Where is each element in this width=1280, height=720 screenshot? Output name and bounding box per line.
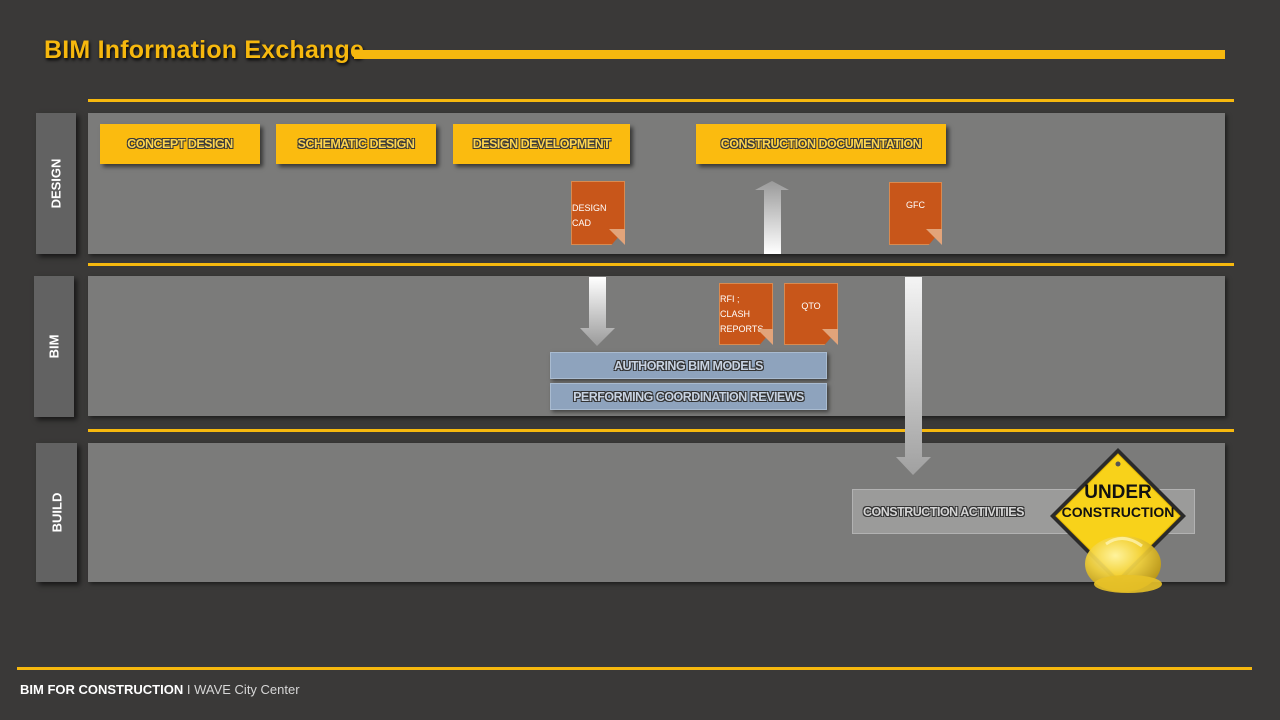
footer: BIM FOR CONSTRUCTION I WAVE City Center	[20, 682, 300, 697]
document-rfi-clash-reports: RFI ; CLASH REPORTS	[719, 283, 773, 345]
document-fold	[757, 329, 773, 345]
document-rfi-line1: RFI ;	[720, 294, 740, 304]
separator-line-bim-build	[88, 429, 1234, 432]
document-gfc: GFC	[889, 182, 942, 245]
document-design-cad-line1: DESIGN	[572, 203, 607, 213]
sign-text-line2: CONSTRUCTION	[1061, 504, 1175, 520]
phase-schematic-design: SCHEMATIC DESIGN	[276, 124, 436, 164]
document-fold	[822, 329, 838, 345]
title-underline	[354, 50, 1225, 59]
phase-design-development: DESIGN DEVELOPMENT	[453, 124, 630, 164]
under-construction-sign: UNDER CONSTRUCTION	[1048, 446, 1188, 598]
document-qto-label: QTO	[801, 301, 821, 311]
sign-text-line1: UNDER	[1084, 482, 1152, 503]
arrow-bim-to-documentation	[755, 181, 789, 254]
page-title: BIM Information Exchange	[44, 36, 365, 64]
footer-project: WAVE City Center	[194, 682, 300, 697]
document-qto: QTO	[784, 283, 838, 345]
lane-label-build: BUILD	[36, 443, 77, 582]
process-authoring-bim-models: AUTHORING BIM MODELS	[550, 352, 827, 379]
lane-label-design: DESIGN	[36, 113, 76, 254]
separator-line-top	[88, 99, 1234, 102]
footer-brand: BIM FOR CONSTRUCTION	[20, 682, 184, 697]
phase-concept-design: CONCEPT DESIGN	[100, 124, 260, 164]
document-rfi-line3: REPORTS	[720, 324, 764, 334]
separator-line-design-bim	[88, 263, 1234, 266]
footer-line	[17, 667, 1252, 670]
footer-separator: I	[186, 682, 191, 697]
warning-sign-icon	[1050, 448, 1186, 593]
document-rfi-line2: CLASH	[720, 309, 751, 319]
process-coordination-reviews: PERFORMING COORDINATION REVIEWS	[550, 383, 827, 410]
document-design-cad-line2: CAD	[572, 218, 592, 228]
document-fold	[609, 229, 625, 245]
document-gfc-label: GFC	[906, 200, 925, 210]
document-fold	[926, 229, 942, 245]
phase-construction-documentation: CONSTRUCTION DOCUMENTATION	[696, 124, 946, 164]
sign-text: UNDER CONSTRUCTION	[1048, 482, 1188, 521]
arrow-gfc-to-construction	[896, 277, 931, 475]
lane-label-bim: BIM	[34, 276, 74, 417]
construction-activities-label: CONSTRUCTION ACTIVITIES	[863, 504, 1024, 519]
document-design-cad: DESIGN CAD	[571, 181, 625, 245]
arrow-design-cad-to-bim	[580, 277, 615, 346]
